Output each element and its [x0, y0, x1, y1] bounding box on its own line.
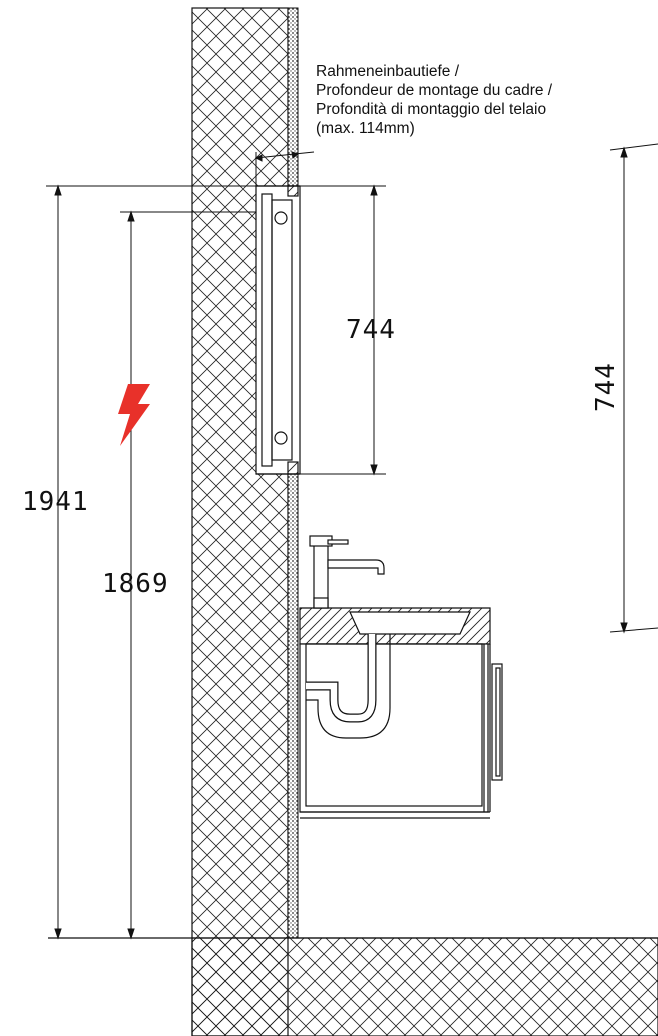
label-1869: 1869 — [102, 569, 169, 599]
label-1941: 1941 — [22, 487, 89, 517]
dimension-744-right — [609, 143, 658, 634]
note-line-fr: Profondeur de montage du cadre / — [316, 82, 553, 99]
note-line-max: (max. 114mm) — [316, 120, 415, 137]
label-744-mirror: 744 — [346, 315, 396, 345]
wall — [191, 7, 299, 1036]
frame-depth-callout — [254, 150, 315, 186]
vanity-unit — [299, 607, 503, 819]
dimension-1869 — [120, 210, 256, 940]
note-line-de: Rahmeneinbautiefe / — [316, 63, 460, 80]
note-line-it: Profondità di montaggio del telaio — [316, 101, 547, 118]
lightning-bolt-icon — [118, 384, 150, 446]
mirror-frame — [255, 185, 301, 475]
label-744-right: 744 — [591, 362, 621, 412]
faucet — [309, 535, 385, 609]
frame-depth-note: Rahmeneinbautiefe / Profondeur de montag… — [316, 62, 652, 138]
floor — [48, 937, 658, 1036]
dimension-1941 — [46, 184, 256, 940]
dimension-744-mirror — [300, 184, 386, 476]
